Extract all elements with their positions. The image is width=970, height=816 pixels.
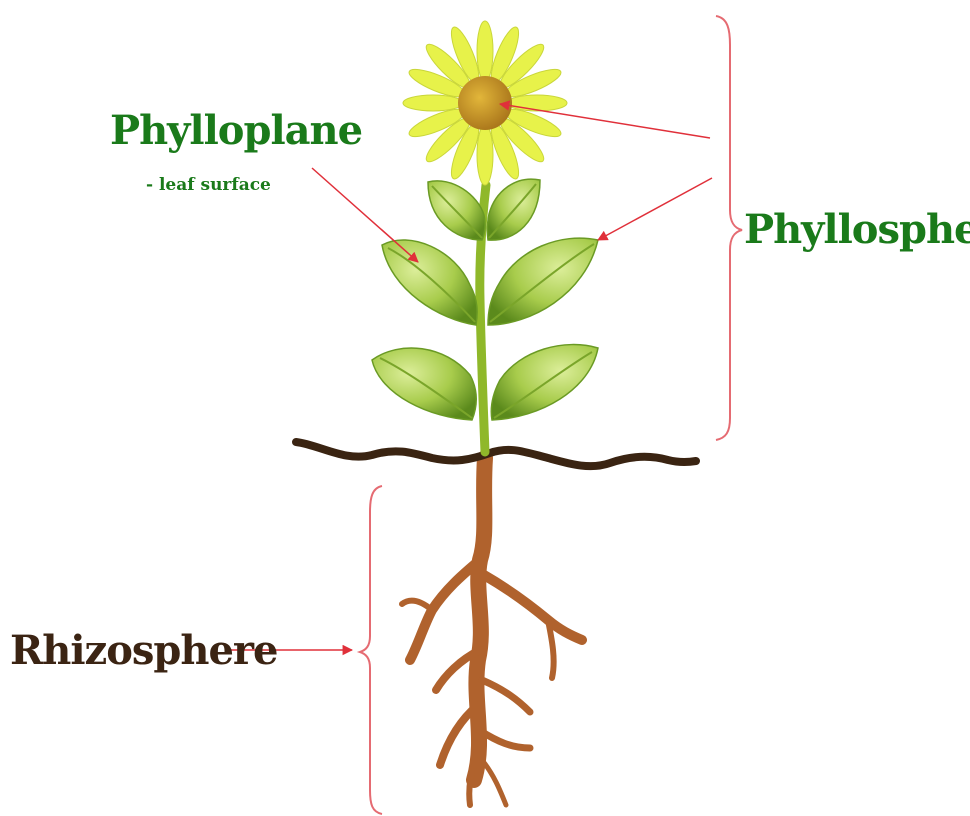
leaf-mid-right xyxy=(488,238,598,325)
plant-icon xyxy=(372,179,598,452)
phyllosphere-label: Phyllosphere xyxy=(744,206,970,253)
rhizosphere-bracket xyxy=(360,486,382,814)
sunflower-icon xyxy=(403,21,567,185)
arrow-to-leaf-left xyxy=(312,168,418,262)
phyllosphere-bracket xyxy=(716,16,742,440)
leaf-lower-left xyxy=(372,348,476,420)
flower-petal xyxy=(477,21,493,81)
phylloplane-label: Phylloplane xyxy=(110,107,362,154)
leaf-upper-left xyxy=(428,181,485,240)
leaf-lower-right xyxy=(491,345,598,420)
leaf-mid-left xyxy=(382,240,477,325)
flower-petal xyxy=(477,125,493,185)
flower-center xyxy=(458,76,512,130)
leaf-upper-right xyxy=(487,179,540,240)
soil-line xyxy=(296,442,696,466)
flower-petal xyxy=(403,95,463,111)
flower-petal xyxy=(507,95,567,111)
rhizosphere-label: Rhizosphere xyxy=(10,627,277,674)
arrow-to-leaf-right xyxy=(598,178,712,240)
root-system-icon xyxy=(402,458,582,805)
phylloplane-sublabel: - leaf surface xyxy=(146,175,271,195)
